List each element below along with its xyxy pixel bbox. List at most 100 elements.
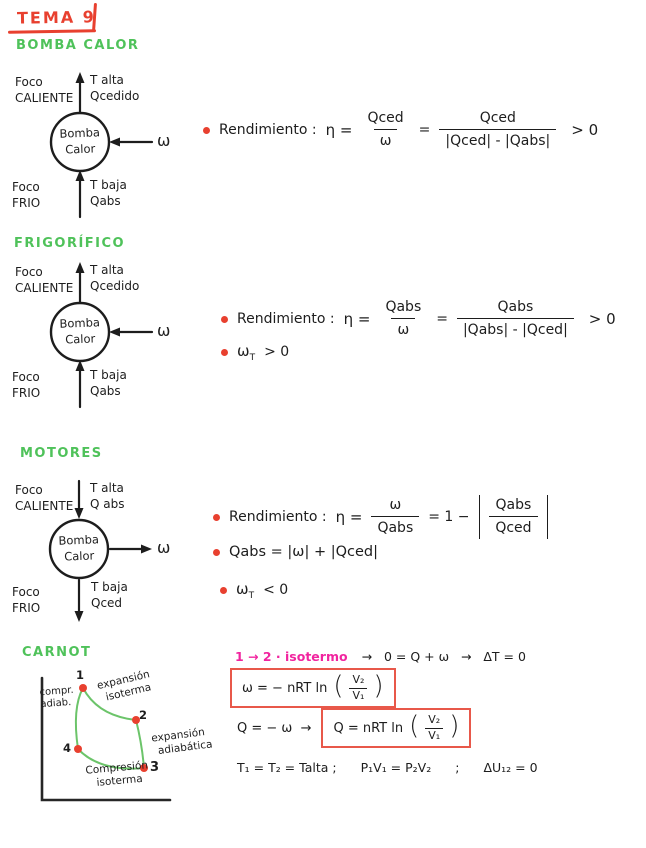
section-title-motores: MOTORES <box>20 446 103 461</box>
eta-symbol: η = <box>343 310 371 328</box>
state-point-2 <box>132 716 140 724</box>
cold-focus-line1: Foco <box>12 370 40 384</box>
fraction-numerator: Qabs <box>495 497 532 514</box>
omega-subscript: ωT <box>236 580 254 601</box>
cold-focus-line1: Foco <box>12 585 40 599</box>
fraction-qabs-w: Qabs ω <box>379 299 427 339</box>
fraction-qabs-diff: Qabs |Qabs| - |Qced| <box>456 299 574 339</box>
bullet-icon <box>221 315 228 323</box>
omega-symbol: ω <box>236 579 249 598</box>
cold-focus-line1: Foco <box>12 180 40 194</box>
hot-focus-line1: Foco <box>15 483 43 497</box>
bomba-calor-diagram: Bomba Calor Foco CALIENTE T alta Qcedido… <box>0 68 190 220</box>
section-title-carnot: CARNOT <box>22 645 92 660</box>
heat-out-arrowhead-icon <box>75 72 85 83</box>
fraction-w-qabs: ω Qabs <box>371 497 420 537</box>
volume-ratio-fraction: V₂ V₁ <box>349 673 368 703</box>
machine-label-line1: Bomba <box>59 125 101 142</box>
fraction-numerator: Qabs <box>385 299 422 316</box>
close-paren: ) <box>449 711 460 742</box>
fraction-numerator: Qced <box>479 110 516 127</box>
temperature-equality-text: T₁ = T₂ = Talta ; <box>237 760 337 775</box>
machine-label-line1: Bomba <box>58 532 100 549</box>
fraction-qced-diff: Qced |Qced| - |Qabs| <box>439 110 557 150</box>
machine-label: Bomba Calor <box>50 302 110 362</box>
cold-focus-line2: FRIO <box>12 195 41 210</box>
hot-focus-line2: CALIENTE <box>15 498 74 513</box>
abs-bar <box>478 495 481 539</box>
greater-than-zero: > 0 <box>571 121 599 139</box>
work-label: ω <box>157 131 171 150</box>
state-point-1 <box>79 684 87 692</box>
t-alta-label: T alta <box>90 73 124 87</box>
open-paren: ( <box>333 671 344 702</box>
q-ced-label: Qced <box>91 595 123 610</box>
heat-equation-box: Q = nRT ln ( V₂ V₁ ) <box>321 708 472 749</box>
t-baja-label: T baja <box>90 368 127 382</box>
fraction-numerator: Qced <box>367 110 404 127</box>
pv-axes <box>40 676 172 802</box>
isothermal-expansion-curve <box>82 687 137 721</box>
section-title-frigorifico: FRIGORÍFICO <box>14 236 126 251</box>
bomba-diagram-graphics <box>49 72 154 219</box>
point-4-label: 4 <box>63 741 72 755</box>
t-alta-label: T alta <box>90 263 124 277</box>
machine-label-line2: Calor <box>63 548 95 564</box>
work-equation-box: ω = − nRT ln ( V₂ V₁ ) <box>230 668 396 709</box>
cold-focus-line2: FRIO <box>12 600 41 615</box>
frigorifico-diagram: Bomba Calor Foco CALIENTE T alta Qcedido… <box>0 258 190 410</box>
heat-out-arrowhead-icon <box>74 611 84 622</box>
open-paren: ( <box>409 711 420 742</box>
heat-in-arrowhead-icon <box>74 508 84 519</box>
cold-heat-label: T baja Qabs <box>90 178 127 209</box>
fraction-denominator: V₁ <box>349 687 368 703</box>
motores-diagram: Bomba Calor Foco CALIENTE T alta Q abs ω… <box>0 475 190 627</box>
frigorifico-rendimiento-equation: Rendimiento : η = Qabs ω = Qabs |Qabs| -… <box>221 293 616 345</box>
heat-equation-line: Q = − ω → Q = nRT ln ( V₂ V₁ ) <box>237 708 472 749</box>
title-underline <box>7 29 97 34</box>
eta-symbol: η = <box>335 508 363 526</box>
volume-ratio-fraction: V₂ V₁ <box>425 713 444 742</box>
adiabatic-compression-curve <box>74 687 84 750</box>
machine-label-line2: Calor <box>64 331 96 347</box>
heat-out-arrowhead-icon <box>75 262 85 273</box>
fraction-numerator: V₂ <box>352 673 365 686</box>
fraction-denominator: Qced <box>489 516 538 537</box>
work-equation-line: ω = − nRT ln ( V₂ V₁ ) <box>230 668 396 709</box>
fraction-denominator: ω <box>391 318 416 339</box>
fraction-denominator: |Qced| - |Qabs| <box>439 129 557 150</box>
carnot-pv-diagram <box>40 676 172 802</box>
adiab-line: adiab. <box>40 697 72 711</box>
t-alta-label: T alta <box>90 481 124 495</box>
hot-focus-line1: Foco <box>15 265 43 279</box>
fraction-numerator: V₂ <box>428 713 441 726</box>
fraction-qced-w: Qced ω <box>361 110 409 150</box>
first-law-text: → 0 = Q + ω → ΔT = 0 <box>361 649 526 664</box>
hot-focus-label: Foco CALIENTE <box>15 265 73 296</box>
subscript-t: T <box>248 590 255 601</box>
heat-in-arrowhead-icon <box>75 170 85 181</box>
cold-focus-label: Foco FRIO <box>12 585 40 616</box>
machine-label-line1: Bomba <box>59 315 101 332</box>
cold-focus-label: Foco FRIO <box>12 370 40 401</box>
cold-focus-line2: FRIO <box>12 385 41 400</box>
work-in-arrowhead-icon <box>109 327 120 337</box>
fraction-qabs-qced: Qabs Qced <box>489 497 538 537</box>
hot-focus-label: Foco CALIENTE <box>15 483 73 514</box>
section-title-bomba-calor: BOMBA CALOR <box>16 38 140 53</box>
compr-adiab-label: compr. adiab. <box>39 685 75 711</box>
title-vertical-stroke <box>91 2 98 33</box>
isothermal-compression-curve <box>77 748 145 770</box>
t-baja-label: T baja <box>91 580 128 594</box>
greater-than-zero: > 0 <box>588 310 616 328</box>
heat-equation-text: Q = nRT ln <box>333 720 404 736</box>
heat-in-arrowhead-icon <box>75 360 85 371</box>
fraction-denominator: |Qabs| - |Qced| <box>456 318 574 339</box>
fraction-denominator: Qabs <box>371 516 420 537</box>
abs-bar <box>546 495 549 539</box>
cold-focus-label: Foco FRIO <box>12 180 40 211</box>
work-equation-text: ω = − nRT ln <box>242 680 328 696</box>
q-abs-label: Q abs <box>90 496 125 511</box>
inequality: < 0 <box>263 582 289 598</box>
